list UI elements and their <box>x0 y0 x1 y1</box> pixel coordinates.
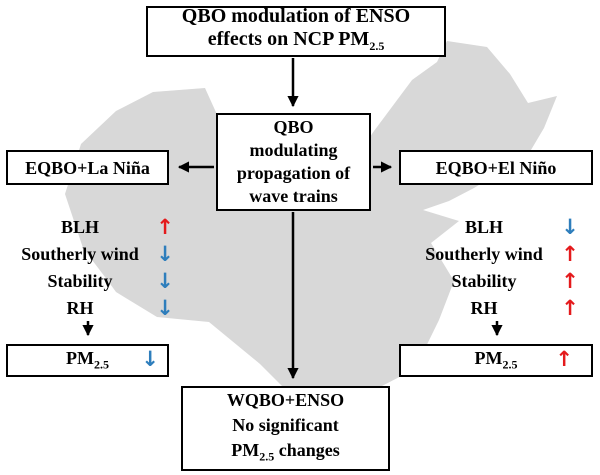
factor-row: Southerly wind ↑ <box>411 241 581 268</box>
center-mechanism-box: QBO modulating propagation of wave train… <box>216 113 371 211</box>
factor-row: Stability ↓ <box>8 268 176 295</box>
pm25-subscript: 2.5 <box>93 357 109 372</box>
factor-label: Stability <box>451 271 517 291</box>
increase-arrow-icon: ↑ <box>156 215 174 239</box>
pm25-subscript: 2.5 <box>369 39 385 53</box>
increase-arrow-icon: ↑ <box>561 296 579 320</box>
factor-label: Southerly wind <box>425 244 543 264</box>
center-line3: propagation of <box>236 163 351 183</box>
pm25-result-box-el-nino: PM2.5 ↑ <box>399 344 593 377</box>
pm25-label: PM2.5 <box>66 348 109 372</box>
pm25-subscript: 2.5 <box>259 449 275 464</box>
factor-label: RH <box>66 298 94 318</box>
factor-row: BLH ↓ <box>411 214 581 241</box>
wqbo-line1: WQBO+ENSO <box>226 389 345 410</box>
factor-label: RH <box>470 298 498 318</box>
eqbo-el-nino-label: EQBO+El Niño <box>435 157 557 178</box>
eqbo-el-nino-box: EQBO+El Niño <box>399 150 593 185</box>
decrease-arrow-icon: ↓ <box>156 242 174 266</box>
pm25-label: PM2.5 <box>474 348 518 372</box>
factor-label: BLH <box>60 217 99 237</box>
decrease-arrow-icon: ↓ <box>156 296 174 320</box>
title-line1: QBO modulation of ENSO <box>181 5 411 27</box>
factor-row: Southerly wind ↓ <box>8 241 176 268</box>
title-box: QBO modulation of ENSO effects on NCP PM… <box>146 5 446 57</box>
eqbo-la-nina-box: EQBO+La Niña <box>6 150 169 185</box>
factor-label: Southerly wind <box>21 244 139 264</box>
increase-arrow-icon: ↑ <box>561 269 579 293</box>
la-nina-factor-list: BLH ↑ Southerly wind ↓ Stability ↓ RH ↓ <box>8 214 176 322</box>
decrease-arrow-icon: ↓ <box>141 347 159 371</box>
increase-arrow-icon: ↑ <box>555 347 573 371</box>
factor-row: BLH ↑ <box>8 214 176 241</box>
factor-label: BLH <box>464 217 503 237</box>
title-line2: effects on NCP PM2.5 <box>207 28 385 53</box>
eqbo-la-nina-label: EQBO+La Niña <box>25 157 150 178</box>
decrease-arrow-icon: ↓ <box>156 269 174 293</box>
factor-label: Stability <box>47 271 113 291</box>
wqbo-line2: No significant <box>232 414 339 435</box>
factor-row: RH ↓ <box>8 295 176 322</box>
factor-row: Stability ↑ <box>411 268 581 295</box>
center-line1: QBO <box>273 117 314 137</box>
pm25-subscript: 2.5 <box>502 357 518 372</box>
center-line2: modulating <box>249 140 338 160</box>
pm25-result-box-la-nina: PM2.5 ↓ <box>6 344 169 377</box>
decrease-arrow-icon: ↓ <box>561 215 579 239</box>
center-line4: wave trains <box>249 186 338 206</box>
el-nino-factor-list: BLH ↓ Southerly wind ↑ Stability ↑ RH ↑ <box>411 214 581 322</box>
wqbo-line3: PM2.5 changes <box>231 439 340 464</box>
factor-row: RH ↑ <box>411 295 581 322</box>
wqbo-enso-box: WQBO+ENSO No significant PM2.5 changes <box>181 386 390 471</box>
increase-arrow-icon: ↑ <box>561 242 579 266</box>
